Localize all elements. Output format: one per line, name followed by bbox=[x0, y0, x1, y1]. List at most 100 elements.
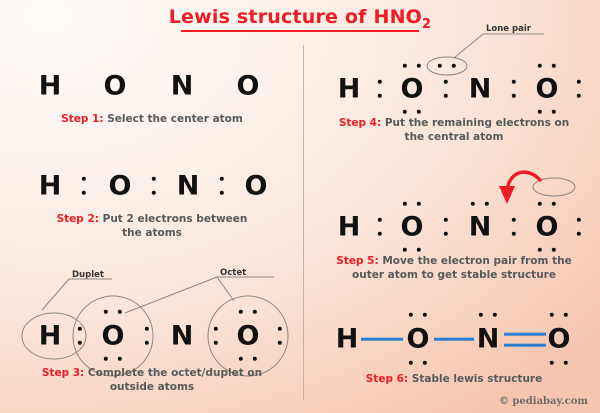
lone-pair-dot bbox=[551, 109, 557, 115]
lone-pair-dot bbox=[402, 247, 408, 253]
step2-caption-line-2: the atoms bbox=[122, 227, 182, 239]
atom-n: N bbox=[468, 73, 492, 105]
atom-o-left: O bbox=[101, 320, 125, 352]
atom-n: N bbox=[476, 323, 500, 355]
step2-caption-line-1: Put 2 electrons between bbox=[102, 213, 248, 225]
step3-caption: Step 3: Complete the octet/duplet on out… bbox=[12, 366, 292, 394]
step5-caption-line-2: outer atom to get stable structure bbox=[352, 269, 556, 281]
step5-number: Step 5: bbox=[336, 255, 379, 267]
lone-pair-dot bbox=[416, 247, 422, 253]
step3-number: Step 3: bbox=[41, 367, 85, 379]
lone-pair-callout-label: Lone pair bbox=[486, 24, 531, 34]
atom-h: H bbox=[335, 323, 359, 355]
step3-block: Duplet Octet H O N O bbox=[12, 268, 292, 408]
step4-molecule: H O N O bbox=[314, 56, 594, 115]
lone-pair-dot bbox=[551, 63, 557, 69]
bonding-pair-dot bbox=[213, 340, 219, 346]
bonding-pair-dot bbox=[443, 217, 449, 223]
step6-block: H O N O Step 6: Stable lewis bbox=[314, 300, 594, 400]
atom-o-right: O bbox=[236, 320, 260, 352]
step5-caption-line-1: Move the electron pair from the bbox=[382, 255, 572, 267]
duplet-callout-label: Duplet bbox=[72, 270, 104, 280]
lone-pair-dot bbox=[537, 109, 543, 115]
nitrogen-lone-pair-dot bbox=[437, 63, 443, 69]
column-divider bbox=[303, 45, 304, 400]
step5-arrow-group bbox=[499, 170, 576, 204]
bonding-pair-dot bbox=[219, 190, 225, 196]
title-underline bbox=[181, 30, 419, 32]
step5-caption: Step 5: Move the electron pair from the … bbox=[314, 254, 594, 282]
page-title: Lewis structure of HNO2 bbox=[169, 6, 432, 35]
lone-pair-dot bbox=[537, 247, 543, 253]
lone-pair-dot bbox=[103, 309, 109, 315]
atom-o-right: O bbox=[547, 323, 571, 355]
lone-pair-dot bbox=[402, 109, 408, 115]
bonding-pair-dot bbox=[511, 93, 517, 99]
lone-pair-dot bbox=[537, 201, 543, 207]
lone-pair-dot bbox=[277, 326, 283, 332]
atom-h: H bbox=[38, 170, 62, 202]
bond-n-o-double-upper bbox=[504, 332, 546, 336]
atom-h: H bbox=[38, 320, 62, 352]
bonding-pair-dot bbox=[144, 326, 150, 332]
atom-n: N bbox=[170, 70, 194, 102]
step6-number: Step 6: bbox=[365, 373, 409, 385]
lone-pair-dot bbox=[416, 109, 422, 115]
page-title-subscript: 2 bbox=[422, 16, 432, 32]
step4-caption-line-2: the central atom bbox=[404, 131, 504, 143]
step3-molecule: H O N O bbox=[12, 309, 292, 362]
lone-pair-dot bbox=[549, 360, 555, 366]
step2-molecule: H O N O bbox=[12, 162, 292, 208]
lone-pair-dot bbox=[238, 356, 244, 362]
lone-pair-dot bbox=[576, 93, 582, 99]
step4-number: Step 4: bbox=[338, 117, 382, 129]
atom-o-left: O bbox=[400, 73, 424, 105]
nitrogen-lone-pair-dot bbox=[470, 201, 476, 207]
lone-pair-dot bbox=[238, 309, 244, 315]
lone-pair-dot bbox=[408, 360, 414, 366]
step5-block: H O N O Step 5: Move the ele bbox=[314, 164, 594, 284]
bonding-pair-dot bbox=[144, 340, 150, 346]
step3-caption-line-1: Complete the octet/duplet on bbox=[87, 367, 263, 379]
bonding-pair-dot bbox=[81, 190, 87, 196]
lone-pair-dot bbox=[576, 79, 582, 85]
atom-h: H bbox=[38, 70, 62, 102]
lone-pair-dot bbox=[117, 356, 123, 362]
lone-pair-dot bbox=[252, 309, 258, 315]
lone-pair-dot bbox=[252, 356, 258, 362]
step4-caption: Step 4: Put the remaining electrons on t… bbox=[314, 116, 594, 144]
atom-o-right: O bbox=[236, 70, 260, 102]
bonding-pair-dot bbox=[511, 79, 517, 85]
electron-shift-arrowhead bbox=[499, 186, 515, 204]
bonding-pair-dot bbox=[511, 217, 517, 223]
bonding-pair-dot bbox=[443, 79, 449, 85]
nitrogen-lone-pair-dot bbox=[478, 312, 484, 318]
lone-pair-dot bbox=[563, 312, 569, 318]
bonding-pair-dot bbox=[443, 231, 449, 237]
nitrogen-lone-pair-dot bbox=[484, 201, 490, 207]
lone-pair-dot bbox=[422, 312, 428, 318]
bond-n-o-double-lower bbox=[504, 343, 546, 347]
step1-caption: Step 1: Select the center atom bbox=[12, 112, 292, 126]
electron-shift-arrow-curve bbox=[505, 170, 542, 192]
bonding-pair-dot bbox=[77, 340, 83, 346]
bonding-pair-dot bbox=[151, 176, 157, 182]
lone-pair-dot bbox=[416, 63, 422, 69]
step2-caption: Step 2: Put 2 electrons between the atom… bbox=[12, 212, 292, 240]
lone-pair-dot bbox=[551, 247, 557, 253]
atom-o-left: O bbox=[108, 170, 132, 202]
page-title-wrap: Lewis structure of HNO2 bbox=[0, 6, 600, 35]
lone-pair-dot bbox=[402, 201, 408, 207]
bonding-pair-dot bbox=[219, 176, 225, 182]
atom-h: H bbox=[337, 211, 361, 243]
step1-number: Step 1: bbox=[61, 113, 104, 125]
step2-number: Step 2: bbox=[56, 213, 99, 225]
step1-block: H O N O Step 1: Select the center atom bbox=[12, 62, 292, 126]
atom-o-right: O bbox=[244, 170, 268, 202]
lone-pair-dot bbox=[277, 340, 283, 346]
step6-caption: Step 6: Stable lewis structure bbox=[314, 372, 594, 386]
atom-o-left: O bbox=[406, 323, 430, 355]
step5-molecule: H O N O bbox=[314, 194, 594, 253]
step1-caption-line-1: Select the center atom bbox=[107, 113, 243, 125]
